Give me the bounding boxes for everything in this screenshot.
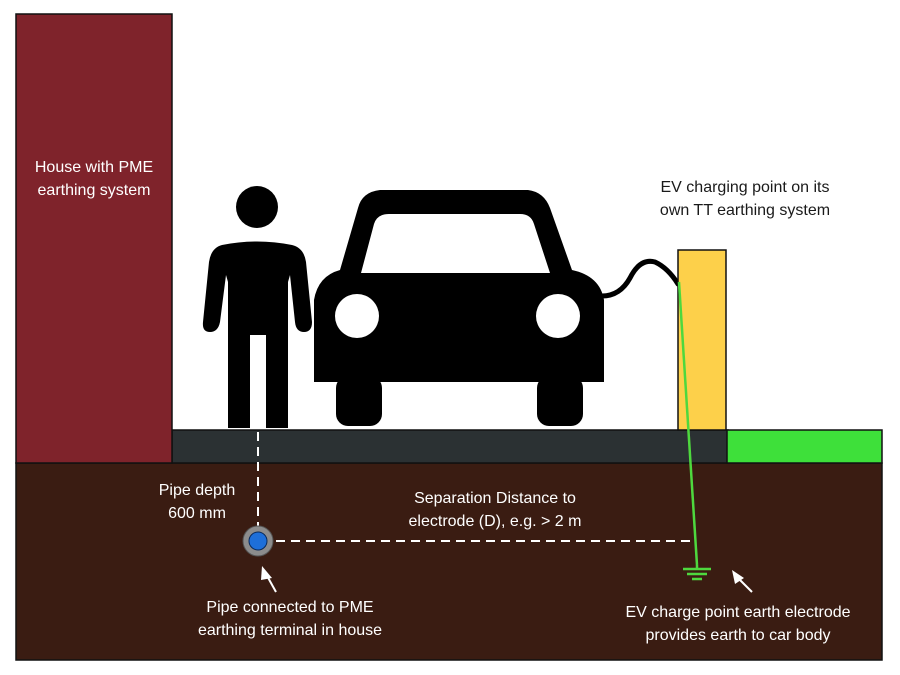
earth-symbol-icon	[683, 565, 711, 581]
ev-point-label-line2: own TT earthing system	[660, 202, 830, 219]
ev-charger	[677, 249, 727, 431]
person-icon	[202, 186, 312, 428]
pipe-arrow	[261, 566, 277, 593]
electrode-label-line1: EV charge point earth electrode	[625, 604, 850, 621]
grass	[726, 429, 883, 464]
pipe-label-line1: Pipe connected to PME	[206, 599, 373, 616]
car-icon	[314, 190, 604, 426]
separation-label-line1: Separation Distance to	[414, 490, 576, 507]
house-label-line2: earthing system	[38, 182, 151, 199]
pavement	[171, 429, 729, 464]
pipe-depth-label-line1: Pipe depth	[159, 482, 236, 499]
pipe-label-line2: earthing terminal in house	[198, 622, 382, 639]
ev-point-label-line1: EV charging point on its	[661, 179, 830, 196]
charging-cable	[599, 258, 681, 299]
electrode-arrow	[732, 570, 753, 593]
soil	[15, 462, 883, 661]
house	[15, 13, 173, 464]
pipe-depth-label-line2: 600 mm	[168, 505, 226, 522]
house-label-line1: House with PME	[35, 159, 153, 176]
separation-label-line2: electrode (D), e.g. > 2 m	[409, 513, 582, 530]
electrode-label-line2: provides earth to car body	[646, 627, 831, 644]
pipe-icon	[242, 525, 274, 557]
earth-wire	[677, 281, 699, 566]
